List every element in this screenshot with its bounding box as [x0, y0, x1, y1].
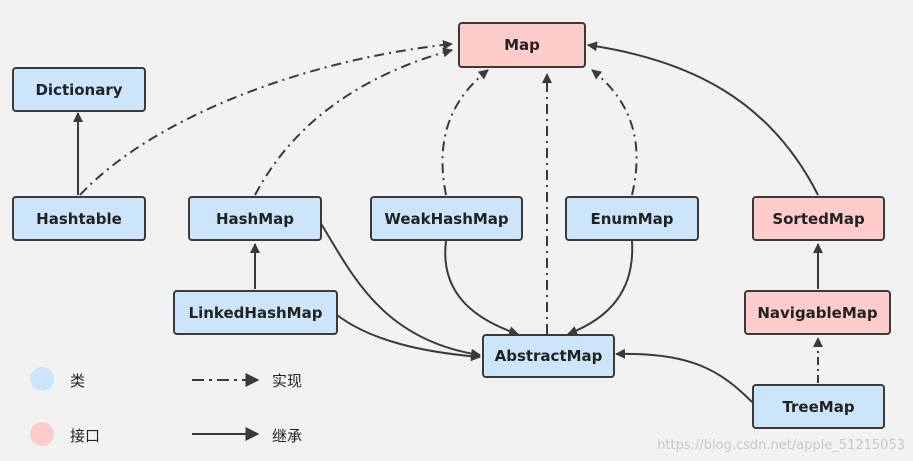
watermark: https://blog.csdn.net/apple_51215053: [657, 438, 905, 453]
legend-implements-label: 实现: [272, 372, 303, 390]
edge-hashmap-abstractmap: [319, 221, 481, 359]
node-map: Map: [458, 22, 586, 68]
node-dictionary: Dictionary: [12, 67, 146, 112]
edge-weakhashmap-abstractmap: [444, 240, 519, 336]
edge-enummap-abstractmap: [567, 240, 634, 336]
node-enummap: EnumMap: [565, 196, 699, 241]
node-hashtable: Hashtable: [12, 196, 146, 241]
node-treemap: TreeMap: [752, 384, 885, 429]
node-navigablemap: NavigableMap: [744, 290, 891, 335]
edge-hashmap-map: [254, 47, 453, 196]
edge-linkedhashmap-abstractmap: [336, 314, 481, 362]
legend-interface-label: 接口: [70, 427, 101, 445]
legend-class-label: 类: [70, 372, 86, 390]
node-linkedhashmap: LinkedHashMap: [173, 290, 338, 335]
legend-interface-swatch: [30, 422, 54, 446]
legend-extends-label: 继承: [272, 427, 303, 445]
edge-treemap-abstractmap: [615, 348, 753, 403]
edge-enummap-map: [591, 69, 638, 196]
edge-hashtable-map: [79, 39, 453, 196]
edge-weakhashmap-map: [441, 69, 489, 196]
node-weakhashmap: WeakHashMap: [370, 196, 523, 241]
legend-class-swatch: [30, 367, 54, 391]
edge-sortedmap-map: [587, 41, 819, 196]
node-hashmap: HashMap: [188, 196, 322, 241]
node-sortedmap: SortedMap: [752, 196, 885, 241]
node-abstractmap: AbstractMap: [482, 334, 615, 378]
